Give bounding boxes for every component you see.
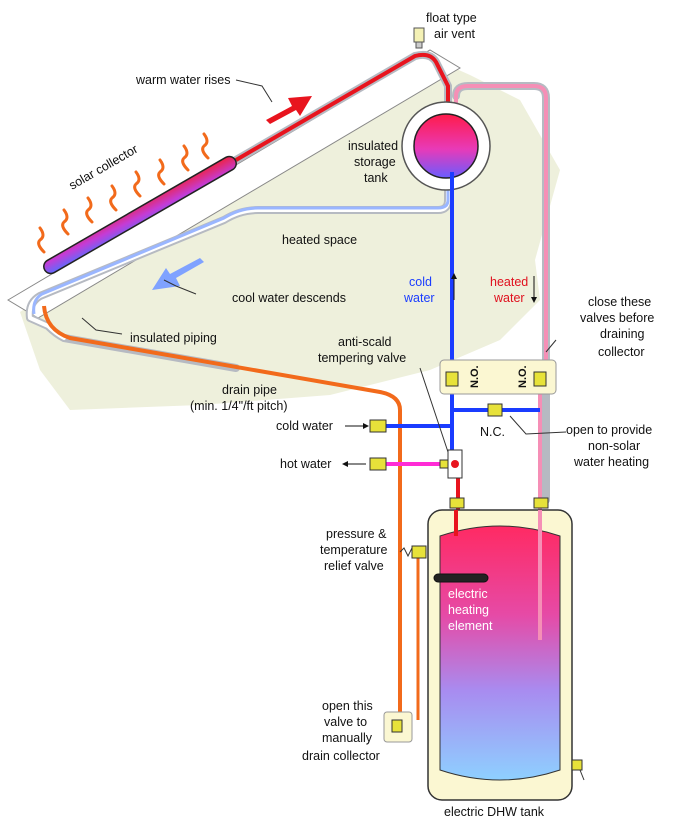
- sun-heat-waves: [37, 132, 210, 254]
- dhw-tank-label: electric DHW tank: [444, 805, 545, 819]
- pipe-inner: [27, 158, 450, 340]
- element-label-3: element: [448, 619, 493, 633]
- hot-water-valve[interactable]: [369, 457, 387, 471]
- heated-water-label-2: water: [493, 291, 525, 305]
- anti-scald-label-1: anti-scald: [338, 335, 392, 349]
- pt-relief-valve[interactable]: [399, 545, 427, 559]
- storage-tank: [413, 113, 479, 179]
- prv-label-3: relief valve: [324, 559, 384, 573]
- return-pipe: [32, 180, 450, 315]
- prv-label-1: pressure &: [326, 527, 387, 541]
- drain-valve-label-4: drain collector: [302, 749, 380, 763]
- solar-collector: [43, 155, 237, 275]
- anti-scald-label-2: tempering valve: [318, 351, 406, 365]
- open-provide-label-3: water heating: [573, 455, 649, 469]
- heating-element: [433, 573, 489, 583]
- storage-label-1: insulated: [348, 139, 398, 153]
- nc-label: N.C.: [480, 425, 505, 439]
- dhw-tank-water: [439, 525, 561, 781]
- cold-water-in-label: cold water: [276, 419, 333, 433]
- drain-pipe-label-1: drain pipe: [222, 383, 277, 397]
- cold-water-line-label-2: water: [403, 291, 435, 305]
- drain-valve-label-2: valve to: [324, 715, 367, 729]
- solar-collector-label: solar collector: [67, 142, 141, 193]
- element-label-1: electric: [448, 587, 488, 601]
- drain-pipe-label-2: (min. 1/4"/ft pitch): [190, 399, 288, 413]
- drain-valve-label-3: manually: [322, 731, 373, 745]
- heated-water-label-1: heated: [490, 275, 528, 289]
- drain-pipe-bottom: [412, 553, 420, 720]
- open-provide-label-2: non-solar: [588, 439, 640, 453]
- float-vent-icon: [413, 27, 425, 49]
- tank-top-valves[interactable]: [449, 497, 549, 509]
- storage-label-2: storage: [354, 155, 396, 169]
- close-valves-label-4: collector: [598, 345, 645, 359]
- drain-pipe: [42, 305, 402, 720]
- tank-drain-valve[interactable]: [571, 759, 585, 781]
- heated-space-label: heated space: [282, 233, 357, 247]
- cool-descends-arrow: [152, 258, 204, 290]
- cold-supply: [376, 410, 454, 428]
- cold-water-valve[interactable]: [369, 419, 387, 433]
- warm-rises-label: warm water rises: [135, 73, 230, 87]
- hot-water-out-label: hot water: [280, 457, 331, 471]
- no-label-left: N.O.: [469, 365, 481, 388]
- drain-valve-label-1: open this: [322, 699, 373, 713]
- no-label-right: N.O.: [517, 365, 529, 388]
- cool-descends-label: cool water descends: [232, 291, 346, 305]
- nc-valve[interactable]: [487, 403, 503, 417]
- storage-label-3: tank: [364, 171, 388, 185]
- no-valve-box: [439, 359, 557, 395]
- no-valve-left[interactable]: [445, 371, 459, 387]
- no-valve-right[interactable]: [533, 371, 547, 387]
- close-valves-label-3: draining: [600, 327, 645, 341]
- float-vent-label-2: air vent: [434, 27, 476, 41]
- cold-water-line-label-1: cold: [409, 275, 432, 289]
- open-provide-label-1: open to provide: [566, 423, 652, 437]
- close-valves-label-1: close these: [588, 295, 651, 309]
- prv-label-2: temperature: [320, 543, 387, 557]
- manual-drain-valve[interactable]: [391, 719, 403, 733]
- leader-lines: [81, 79, 567, 453]
- close-valves-label-2: valves before: [580, 311, 654, 325]
- hot-supply-pipe: [234, 52, 450, 162]
- warm-rises-arrow: [266, 96, 312, 124]
- heated-water-pipe: [454, 84, 548, 370]
- tempering-valve[interactable]: [439, 449, 463, 479]
- insulated-piping-label: insulated piping: [130, 331, 217, 345]
- element-label-2: heating: [448, 603, 489, 617]
- float-vent-label-1: float type: [426, 11, 477, 25]
